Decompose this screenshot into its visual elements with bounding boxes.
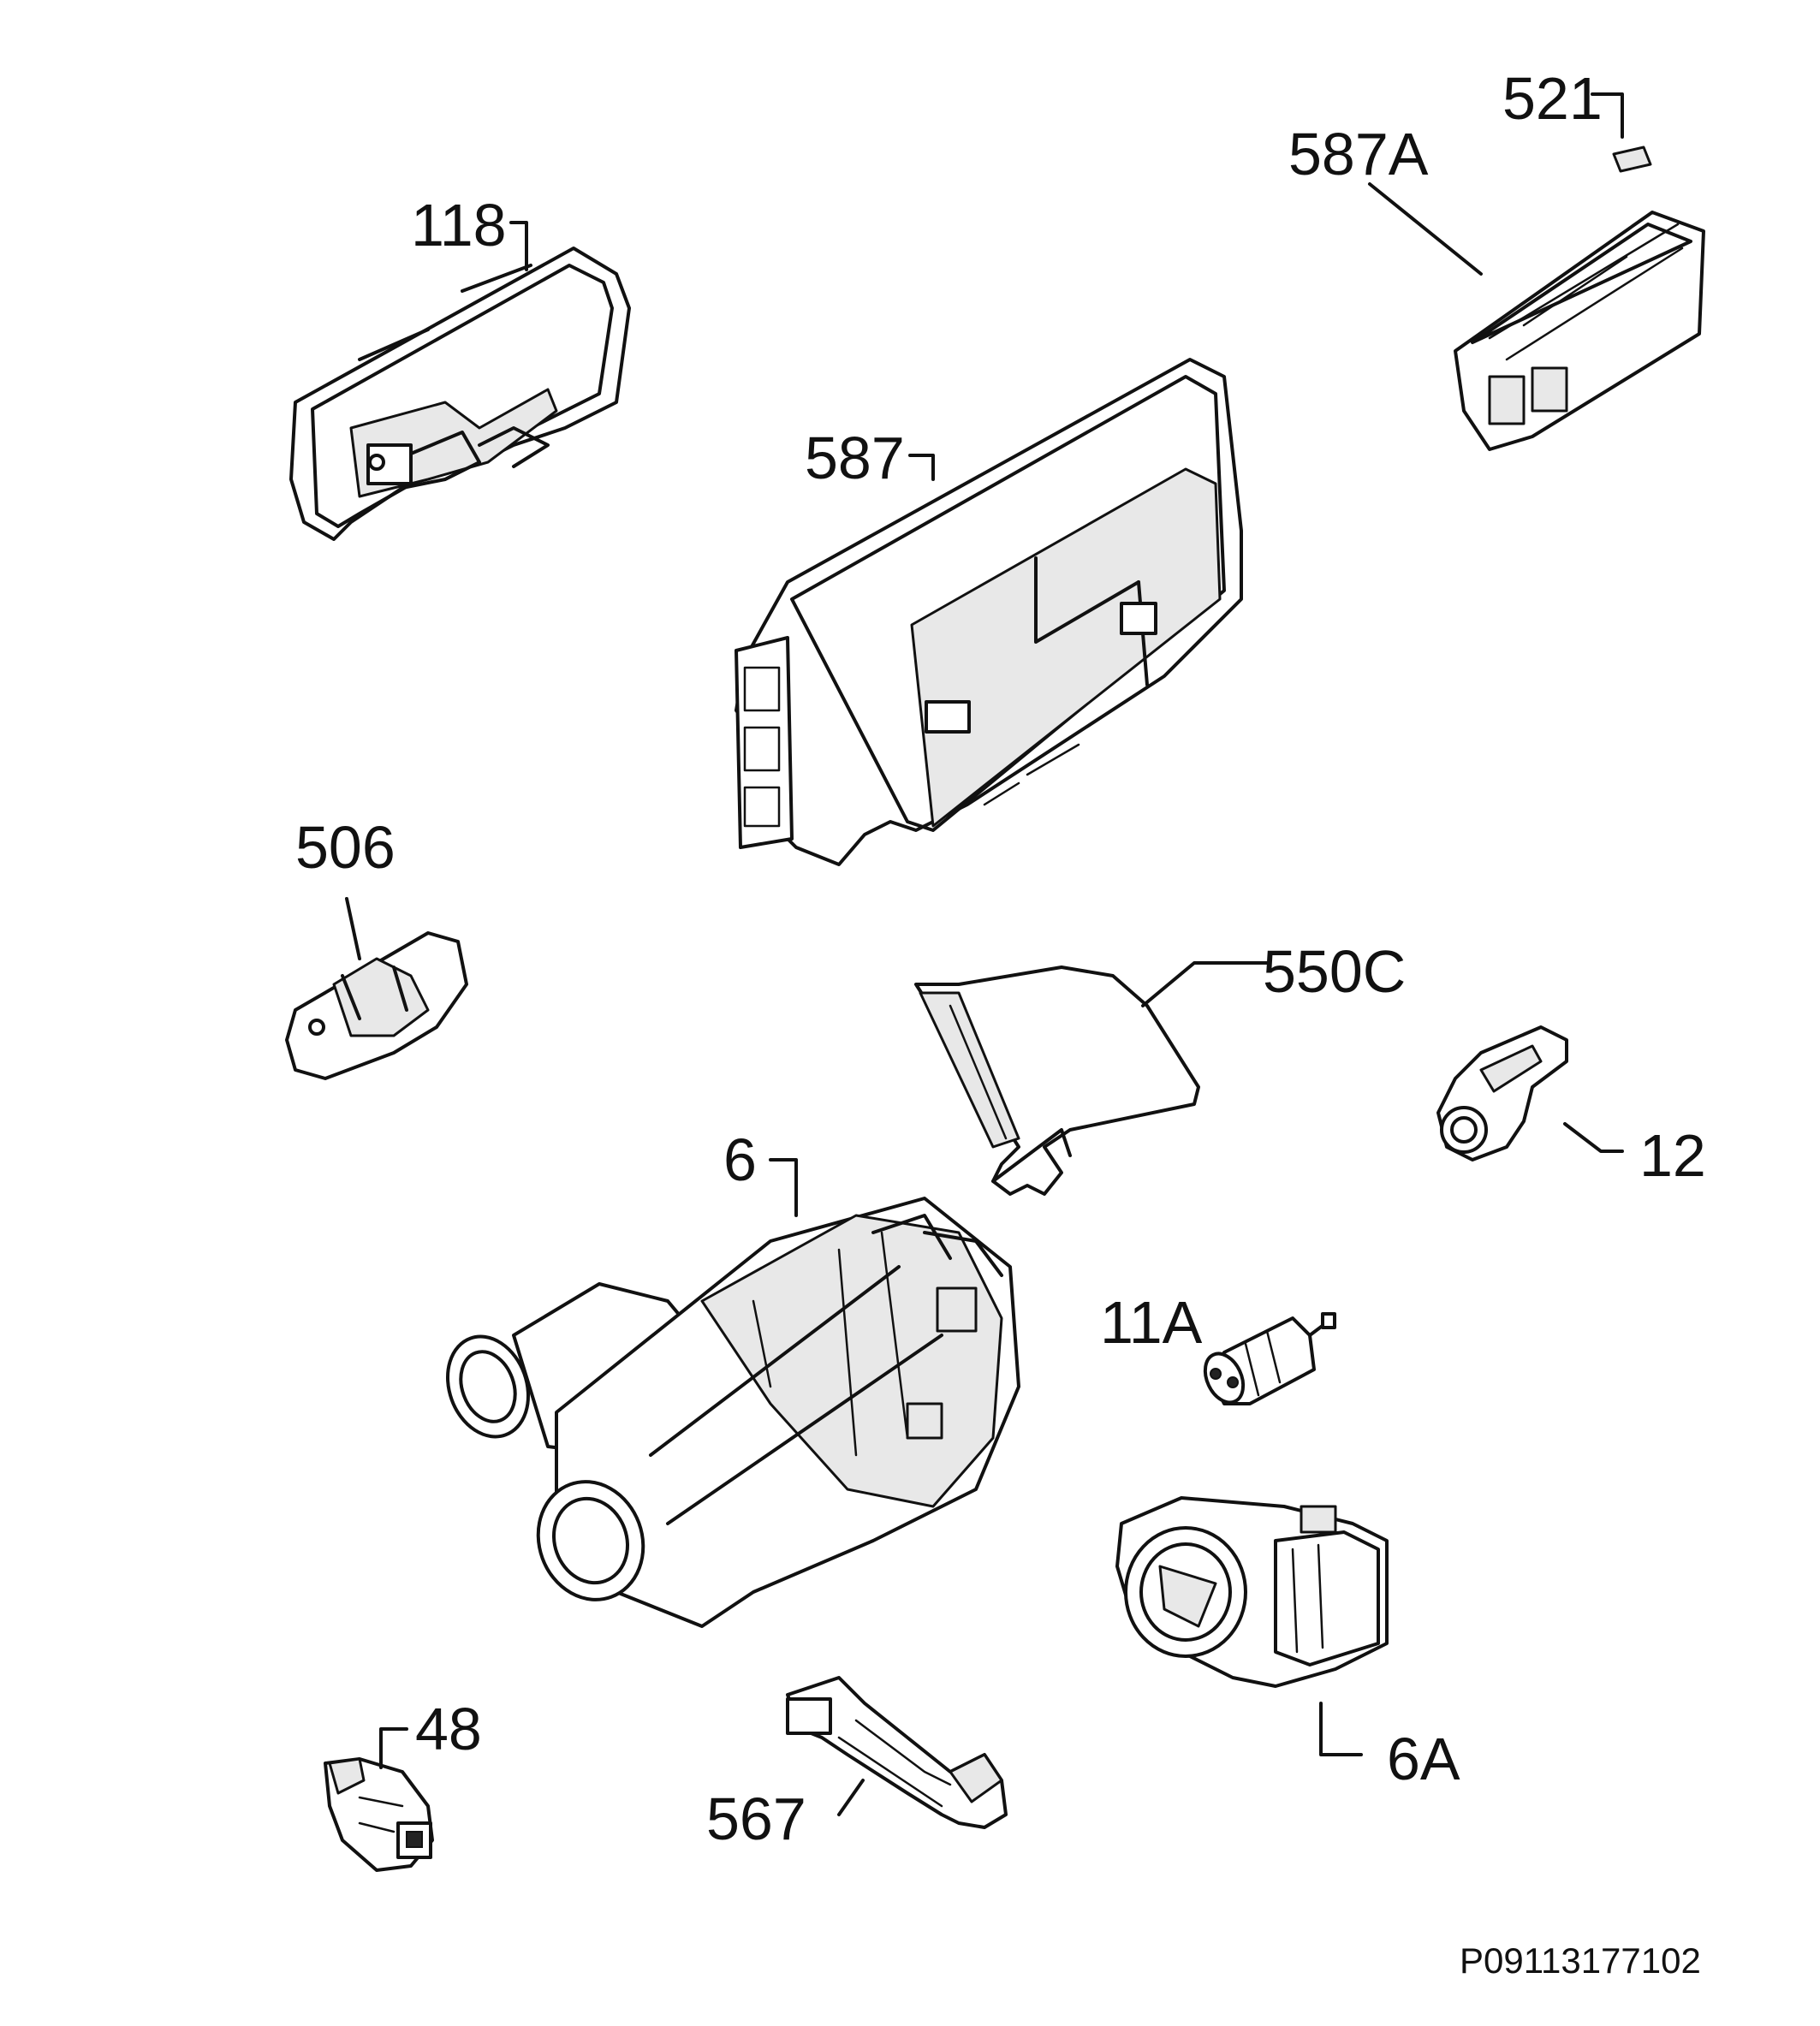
part-label-567: 567	[706, 1785, 806, 1852]
part-label-118: 118	[411, 192, 507, 258]
drain-pump-icon	[1115, 1496, 1389, 1688]
pressure-switch-icon	[1436, 1025, 1568, 1162]
door-switch-icon	[285, 931, 468, 1080]
cable-clip-icon	[786, 1676, 1008, 1829]
part-label-11a: 11A	[1100, 1289, 1203, 1356]
reference-code: P09113177102	[1460, 1940, 1701, 1981]
circulation-pump-icon	[445, 1197, 1020, 1628]
part-label-6: 6	[723, 1126, 757, 1193]
control-panel-housing-icon	[289, 247, 631, 541]
small-connector-icon	[1612, 146, 1652, 173]
part-label-12: 12	[1639, 1122, 1706, 1189]
capacitor-icon	[1203, 1312, 1336, 1405]
part-label-48: 48	[415, 1696, 482, 1762]
part-label-587: 587	[805, 425, 905, 491]
part-label-521: 521	[1502, 65, 1603, 132]
part-label-550c: 550C	[1263, 938, 1407, 1005]
main-control-module-icon	[735, 358, 1243, 866]
cover-plate-icon	[914, 965, 1200, 1196]
thermostat-sensor-icon	[324, 1757, 434, 1872]
part-label-6a: 6A	[1387, 1726, 1460, 1792]
part-label-587a: 587A	[1288, 121, 1429, 187]
part-label-506: 506	[295, 814, 396, 881]
display-board-icon	[1454, 211, 1705, 451]
